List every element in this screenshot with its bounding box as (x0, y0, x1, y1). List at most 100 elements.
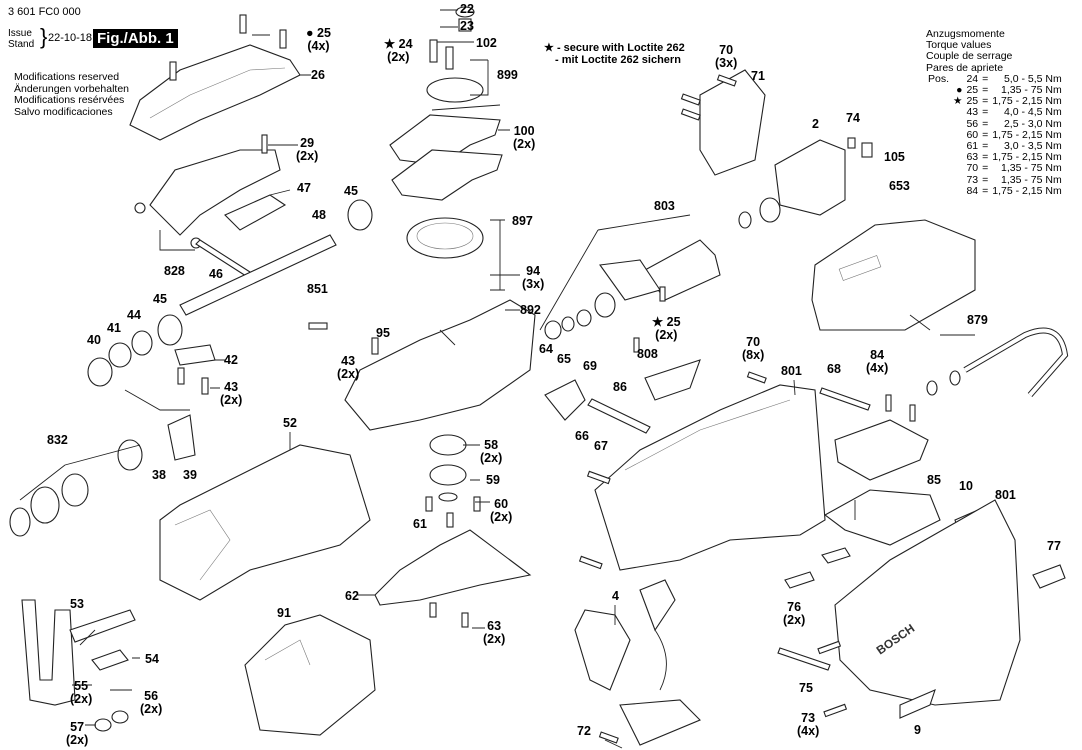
part-label[interactable]: ★ 24(2x) (384, 37, 413, 64)
part-label[interactable]: 55(2x) (70, 679, 93, 706)
torque-marker (951, 163, 964, 174)
part-label[interactable]: 70(3x) (715, 43, 738, 70)
part-label[interactable]: 73(4x) (797, 711, 820, 738)
part-label[interactable]: 832 (47, 433, 68, 447)
housing-half-801 (594, 384, 826, 571)
part-label[interactable]: 84(4x) (866, 348, 889, 375)
part-label[interactable]: 68 (827, 362, 841, 376)
part-label[interactable]: 39 (183, 468, 197, 482)
part-label[interactable]: 892 (520, 303, 541, 317)
part-label[interactable]: 67 (594, 439, 608, 453)
torque-position: 61 (966, 140, 979, 153)
part-label[interactable]: 57(2x) (66, 720, 89, 747)
loctite-line-en: - secure with Loctite 262 (556, 42, 685, 54)
torque-pos-label (926, 186, 951, 197)
part-label[interactable]: 851 (307, 282, 328, 296)
part-label[interactable]: 23 (460, 19, 474, 33)
part-label[interactable]: 69 (583, 359, 597, 373)
part-label[interactable]: 60(2x) (490, 497, 513, 524)
part-label[interactable]: 808 (637, 347, 658, 361)
mod-line: Modifications reserved (14, 71, 120, 83)
part-label[interactable]: 801 (781, 364, 802, 378)
part-label[interactable]: 29(2x) (296, 136, 319, 163)
torque-pos-label (926, 107, 951, 118)
part-label[interactable]: 86 (613, 380, 627, 394)
part-label[interactable]: 102 (476, 36, 497, 50)
part-label[interactable]: 59 (486, 473, 500, 487)
torque-equals: = (982, 95, 989, 108)
part-label[interactable]: 54 (145, 652, 159, 666)
part-label[interactable]: 85 (927, 473, 941, 487)
part-label[interactable]: 10 (959, 479, 973, 493)
part-label[interactable]: ● 25(4x) (306, 26, 331, 53)
brace-symbol: } (40, 24, 48, 49)
part-label[interactable]: 38 (152, 468, 166, 482)
part-label[interactable]: 45 (153, 292, 167, 306)
part-label[interactable]: 66 (575, 429, 589, 443)
part-label[interactable]: 94(3x) (522, 264, 545, 291)
gear-housing (344, 299, 536, 431)
issue-date: 22-10-18 (48, 32, 93, 44)
torque-position: 60 (966, 128, 979, 141)
part-label[interactable]: 105 (884, 150, 905, 164)
part-label[interactable]: ★ 25(2x) (652, 315, 681, 342)
part-label[interactable]: 91 (277, 606, 291, 620)
torque-row: 56=2,5 - 3,0 Nm (926, 117, 1064, 130)
torque-position: 63 (966, 151, 979, 164)
torque-pos-label (926, 175, 951, 186)
part-label[interactable]: 75 (799, 681, 813, 695)
part-label[interactable]: 53 (70, 597, 84, 611)
part-label[interactable]: 48 (312, 208, 326, 222)
part-label[interactable]: 65 (557, 352, 571, 366)
part-label[interactable]: 76(2x) (783, 600, 806, 627)
part-label[interactable]: 52 (283, 416, 297, 430)
part-label[interactable]: 9 (914, 723, 921, 737)
part-label[interactable]: 43(2x) (220, 380, 243, 407)
battery-91 (244, 614, 376, 736)
torque-value: 1,35 - 75 Nm (1001, 84, 1062, 97)
part-label[interactable]: 44 (127, 308, 141, 322)
part-label[interactable]: 4 (612, 589, 619, 603)
part-label[interactable]: 879 (967, 313, 988, 327)
torque-pos-label (926, 96, 951, 107)
torque-equals: = (982, 140, 989, 153)
torque-marker: ● (956, 84, 963, 97)
part-label[interactable]: 22 (460, 2, 474, 16)
part-label[interactable]: 63(2x) (483, 619, 506, 646)
part-label[interactable]: 47 (297, 181, 311, 195)
torque-position: 56 (966, 117, 979, 130)
part-label[interactable]: 42 (224, 353, 238, 367)
part-label[interactable]: 70(8x) (742, 335, 765, 362)
part-label[interactable]: 100(2x) (513, 124, 536, 151)
part-label[interactable]: 653 (889, 179, 910, 193)
part-label[interactable]: 56(2x) (140, 689, 163, 716)
part-label[interactable]: 899 (497, 68, 518, 82)
part-label[interactable]: 62 (345, 589, 359, 603)
torque-position: 24 (966, 72, 979, 85)
part-label[interactable]: 801 (995, 488, 1016, 502)
part-label[interactable]: 828 (164, 264, 185, 278)
part-label[interactable]: 26 (311, 68, 325, 82)
part-label[interactable]: 72 (577, 724, 591, 738)
part-label[interactable]: 41 (107, 321, 121, 335)
part-label[interactable]: 43(2x) (337, 354, 360, 381)
torque-value: 1,75 - 2,15 Nm (992, 128, 1062, 141)
torque-title-de: Anzugsmomente (926, 28, 1005, 40)
part-label[interactable]: 45 (344, 184, 358, 198)
part-label[interactable]: 74 (846, 111, 860, 125)
part-label[interactable]: 58(2x) (480, 438, 503, 465)
part-label[interactable]: 61 (413, 517, 427, 531)
part-label[interactable]: 2 (812, 117, 819, 131)
part-label[interactable]: 897 (512, 214, 533, 228)
part-label[interactable]: 95 (376, 326, 390, 340)
torque-position: 84 (966, 184, 979, 197)
torque-row: 73=1,35 - 75 Nm (926, 174, 1064, 186)
part-label[interactable]: 64 (539, 342, 553, 356)
part-label[interactable]: 77 (1047, 539, 1061, 553)
part-label[interactable]: 40 (87, 333, 101, 347)
torque-title-es: Pares de apriete (926, 61, 1004, 74)
part-label[interactable]: 71 (751, 69, 765, 83)
torque-row: ●25=1,35 - 75 Nm (926, 84, 1064, 97)
part-label[interactable]: 803 (654, 199, 675, 213)
part-label[interactable]: 46 (209, 267, 223, 281)
